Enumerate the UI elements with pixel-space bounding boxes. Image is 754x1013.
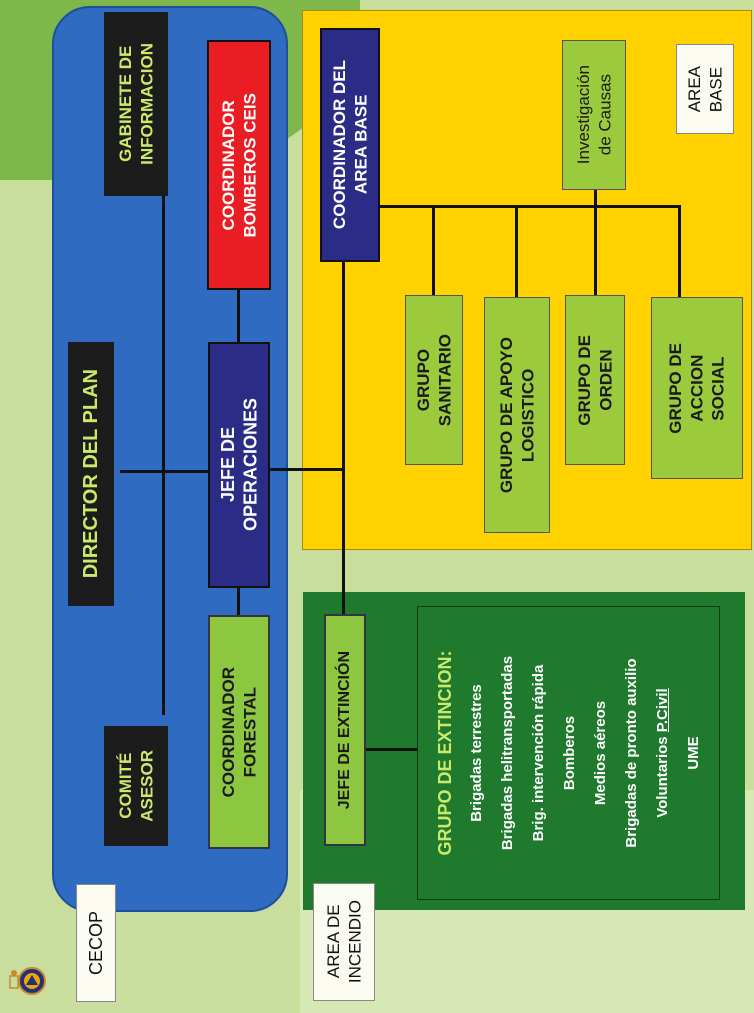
civil-protection-logo — [6, 958, 46, 1004]
grupo-apoyo-logistico-box: GRUPO DE APOYO LOGISTICO — [484, 297, 550, 533]
area-incendio-panel — [303, 592, 745, 910]
jefe-extincion-box: JEFE DE EXTINCIÓN — [324, 614, 366, 846]
director-plan-label: DIRECTOR DEL PLAN — [79, 369, 102, 579]
connector-ops-forestal — [237, 588, 240, 616]
connector-accion — [678, 205, 681, 297]
connector-director — [120, 470, 210, 473]
gabinete-informacion-box: GABINETE DE INFORMACION — [104, 12, 168, 196]
connector-apoyo — [515, 205, 518, 297]
extincion-item: Brigadas helitransportadas — [499, 655, 516, 851]
cecop-label-box: CECOP — [76, 884, 116, 1002]
grupo-orden-label: GRUPO DE ORDEN — [574, 334, 615, 426]
extincion-item: UME — [685, 736, 702, 770]
connector-cecop-spine — [162, 195, 165, 715]
grupo-sanitario-box: GRUPO SANITARIO — [405, 295, 463, 465]
coordinador-bomberos-box: COORDINADOR BOMBEROS CEIS — [207, 40, 271, 290]
extincion-item: Medios aéreos — [592, 700, 609, 806]
connector-ops-base — [270, 468, 345, 471]
coordinador-bomberos-label: COORDINADOR BOMBEROS CEIS — [218, 92, 259, 238]
cecop-label: CECOP — [85, 910, 106, 975]
grupo-sanitario-label: GRUPO SANITARIO — [413, 333, 454, 427]
connector-sanitario — [432, 205, 435, 295]
director-plan-box: DIRECTOR DEL PLAN — [68, 342, 114, 606]
extincion-item: Brigadas de pronto auxilio — [623, 658, 640, 848]
coordinador-area-base-box: COORDINADOR DEL AREA BASE — [320, 28, 380, 262]
connector-orden — [594, 190, 597, 295]
coordinador-forestal-label: COORDINADOR FORESTAL — [218, 666, 259, 798]
coordinador-area-base-label: COORDINADOR DEL AREA BASE — [329, 60, 370, 230]
investigacion-causas-box: Investigación de Causas — [562, 40, 626, 190]
grupo-accion-social-label: GRUPO DE ACCION SOCIAL — [666, 342, 728, 434]
jefe-operaciones-box: JEFE DE OPERACIONES — [208, 342, 270, 588]
investigacion-causas-label: Investigación de Causas — [573, 65, 614, 165]
extincion-item: Voluntarios P.Civil — [654, 688, 671, 818]
connector-extincion-grupo — [366, 748, 418, 751]
gabinete-informacion-label: GABINETE DE INFORMACION — [115, 43, 156, 165]
extincion-item: Brigadas terrestres — [468, 684, 485, 822]
grupo-extincion-title: GRUPO DE EXTINCION: — [435, 650, 455, 856]
area-incendio-label: AREA DE INCENDIO — [323, 900, 364, 984]
extincion-item: Brig. intervención rápida — [530, 664, 547, 842]
jefe-extincion-label: JEFE DE EXTINCIÓN — [336, 650, 353, 810]
connector-base-spine — [380, 205, 680, 208]
grupo-accion-social-box: GRUPO DE ACCION SOCIAL — [651, 297, 743, 479]
grupo-apoyo-logistico-label: GRUPO DE APOYO LOGISTICO — [496, 336, 537, 494]
connector-to-extincion — [342, 262, 345, 614]
comite-asesor-label: COMITÉ ASESOR — [115, 750, 156, 822]
extincion-item: Bomberos — [561, 715, 578, 791]
grupo-extincion-frame — [417, 606, 720, 900]
comite-asesor-box: COMITÉ ASESOR — [104, 726, 168, 846]
grupo-orden-box: GRUPO DE ORDEN — [565, 295, 625, 465]
area-base-label-box: AREA BASE — [676, 44, 734, 134]
connector-ops-bomberos — [237, 290, 240, 342]
jefe-operaciones-label: JEFE DE OPERACIONES — [217, 398, 261, 532]
area-incendio-label-box: AREA DE INCENDIO — [313, 883, 375, 1001]
coordinador-forestal-box: COORDINADOR FORESTAL — [208, 615, 270, 849]
area-base-label: AREA BASE — [684, 65, 725, 113]
grupo-extincion-list: GRUPO DE EXTINCION: Brigadas terrestres … — [430, 612, 710, 894]
